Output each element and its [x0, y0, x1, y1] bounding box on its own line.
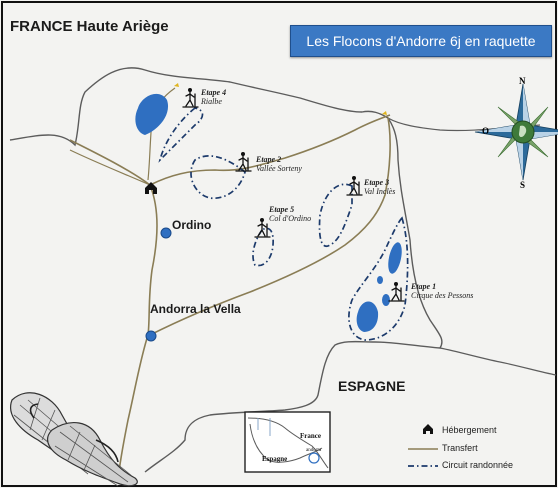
hiker-icon	[235, 152, 252, 172]
hiker-icon	[182, 88, 199, 108]
road	[149, 117, 391, 336]
map-title: Les Flocons d'Andorre 6j en raquette	[290, 25, 552, 57]
inset-label-france: France	[300, 432, 321, 440]
lake	[356, 301, 379, 332]
lodging-icon	[145, 182, 157, 194]
road	[69, 139, 158, 481]
compass-north: N	[519, 76, 526, 86]
legend-hebergement: Hébergement	[442, 425, 497, 435]
legend-lodging-icon	[423, 424, 433, 434]
lake	[377, 276, 383, 284]
circuit-stage-5	[252, 227, 274, 267]
road	[149, 114, 391, 186]
country-border	[9, 67, 443, 473]
road	[69, 149, 151, 186]
town-dot-ordino	[160, 227, 172, 239]
legend-transfert: Transfert	[442, 443, 478, 453]
circuit-stage-4	[158, 107, 204, 163]
hiker-icon	[388, 282, 405, 302]
lake	[388, 242, 402, 274]
pass-marker	[382, 111, 387, 115]
circuit-stage-2	[190, 155, 246, 200]
legend-circuit: Circuit randonnée	[442, 460, 514, 470]
region-label-espagne: ESPAGNE	[338, 378, 406, 394]
snowshoes-illustration	[10, 392, 138, 487]
circuit-stage-3	[318, 183, 353, 248]
lake	[382, 294, 390, 306]
region-label-france: FRANCE Haute Ariège	[10, 18, 169, 35]
border-southeast	[439, 347, 557, 376]
lake	[135, 93, 169, 135]
compass-west: O	[482, 126, 490, 136]
circuit-stage-1	[348, 216, 409, 341]
inset-label-espagne: Espagne	[262, 455, 288, 463]
compass-icon	[474, 83, 558, 181]
compass-south: S	[520, 180, 526, 190]
inset-map	[244, 411, 331, 473]
pass-marker	[174, 83, 179, 87]
town-dot-andorra	[145, 330, 157, 342]
town-label-ordino: Ordino	[172, 218, 212, 232]
town-label-andorra: Andorra la Vella	[150, 302, 241, 316]
hiker-icon	[346, 176, 363, 196]
hiker-icon	[254, 218, 271, 238]
inset-label-andorre: andorra	[306, 448, 322, 453]
